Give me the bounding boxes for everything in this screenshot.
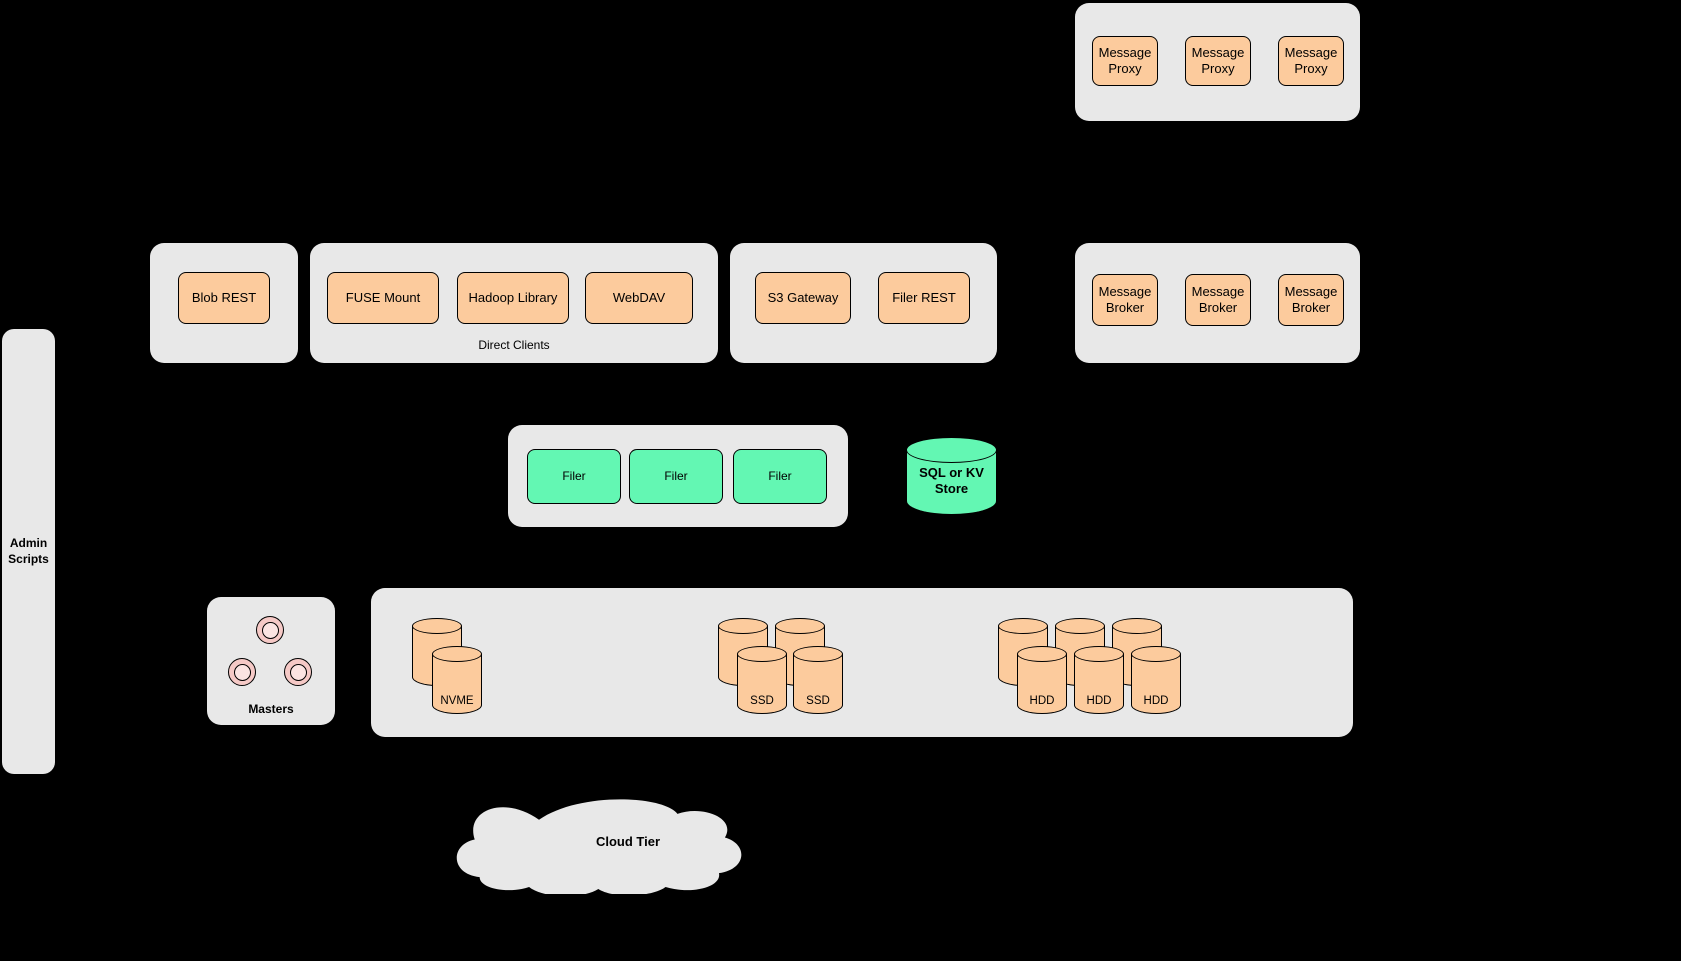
filer-rest-node: Filer REST <box>878 272 970 324</box>
filer-label: Filer <box>768 469 792 483</box>
hdd-label: HDD <box>1143 695 1169 707</box>
cylinder-body <box>793 654 843 714</box>
cylinder-body <box>1017 654 1067 714</box>
message-proxy-node: Message Proxy <box>1185 36 1251 86</box>
admin-scripts-strip: Admin Scripts <box>2 329 55 774</box>
message-broker-node: Message Broker <box>1278 274 1344 326</box>
message-broker-label: Message Broker <box>1098 283 1152 315</box>
filer-node: Filer <box>629 449 723 504</box>
cloud-icon <box>456 799 742 897</box>
nvme-cylinder: NVME <box>432 646 482 714</box>
message-proxy-node: Message Proxy <box>1278 36 1344 86</box>
filer-label: Filer <box>562 469 586 483</box>
message-proxy-label: Message Proxy <box>1098 44 1152 76</box>
ssd-label: SSD <box>806 695 830 707</box>
cylinder-top <box>1055 618 1105 634</box>
filer-group: Filer Filer Filer <box>508 425 848 527</box>
cylinder-body <box>1131 654 1181 714</box>
admin-scripts-label: Admin Scripts <box>8 535 49 566</box>
message-broker-node: Message Broker <box>1185 274 1251 326</box>
ssd-cylinder: SSD <box>793 646 843 714</box>
message-proxy-group: Message Proxy Message Proxy Message Prox… <box>1075 3 1360 121</box>
hadoop-library-node: Hadoop Library <box>457 272 569 324</box>
cylinder-top <box>793 646 843 662</box>
gateway-group: S3 Gateway Filer REST <box>730 243 997 363</box>
hdd-cylinder: HDD <box>1017 646 1067 714</box>
fuse-mount-node: FUSE Mount <box>327 272 439 324</box>
hadoop-library-label: Hadoop Library <box>468 289 558 305</box>
message-broker-label: Message Broker <box>1191 283 1245 315</box>
cylinder-body <box>1074 654 1124 714</box>
cylinder-top <box>1017 646 1067 662</box>
message-broker-label: Message Broker <box>1284 283 1338 315</box>
blob-rest-label: Blob REST <box>191 289 257 305</box>
direct-clients-group: FUSE Mount Hadoop Library WebDAV Direct … <box>310 243 718 363</box>
cylinder-top <box>432 646 482 662</box>
filer-rest-label: Filer REST <box>892 289 956 305</box>
cloud-tier-label: Cloud Tier <box>595 834 661 849</box>
s3-gateway-label: S3 Gateway <box>767 289 839 305</box>
filer-label: Filer <box>664 469 688 483</box>
webdav-label: WebDAV <box>612 289 666 305</box>
ssd-label: SSD <box>750 695 774 707</box>
cylinder-top <box>775 618 825 634</box>
message-proxy-label: Message Proxy <box>1284 44 1338 76</box>
cylinder-top <box>1131 646 1181 662</box>
cylinder-top <box>718 618 768 634</box>
message-broker-group: Message Broker Message Broker Message Br… <box>1075 243 1360 363</box>
sql-kv-store-cylinder: SQL or KV Store <box>906 437 997 515</box>
cylinder-top <box>1074 646 1124 662</box>
master-node-icon <box>284 658 312 686</box>
sql-kv-store-label: SQL or KV Store <box>919 464 984 496</box>
cylinder-top <box>412 618 462 634</box>
cylinder-top <box>737 646 787 662</box>
filer-node: Filer <box>527 449 621 504</box>
masters-group-label: Masters <box>248 702 294 716</box>
blob-rest-node: Blob REST <box>178 272 270 324</box>
hdd-cylinder: HDD <box>1074 646 1124 714</box>
hdd-label: HDD <box>1029 695 1055 707</box>
cylinder-top <box>1112 618 1162 634</box>
cloud-tier: Cloud Tier <box>450 790 806 897</box>
master-node-icon <box>228 658 256 686</box>
direct-clients-group-label: Direct Clients <box>478 338 550 352</box>
filer-node: Filer <box>733 449 827 504</box>
hdd-cylinder: HDD <box>1131 646 1181 714</box>
cylinder-top <box>906 437 997 463</box>
message-proxy-node: Message Proxy <box>1092 36 1158 86</box>
fuse-mount-label: FUSE Mount <box>345 289 421 305</box>
ssd-cylinder: SSD <box>737 646 787 714</box>
message-proxy-label: Message Proxy <box>1191 44 1245 76</box>
masters-group: Masters <box>207 597 335 725</box>
cylinder-body <box>737 654 787 714</box>
nvme-label: NVME <box>440 695 474 707</box>
message-broker-node: Message Broker <box>1092 274 1158 326</box>
cylinder-body <box>432 654 482 714</box>
blob-rest-group: Blob REST <box>150 243 298 363</box>
s3-gateway-node: S3 Gateway <box>755 272 851 324</box>
cylinder-top <box>998 618 1048 634</box>
volume-servers-group: NVME SSD SSD <box>371 588 1353 737</box>
master-node-icon <box>256 616 284 644</box>
hdd-label: HDD <box>1086 695 1112 707</box>
webdav-node: WebDAV <box>585 272 693 324</box>
